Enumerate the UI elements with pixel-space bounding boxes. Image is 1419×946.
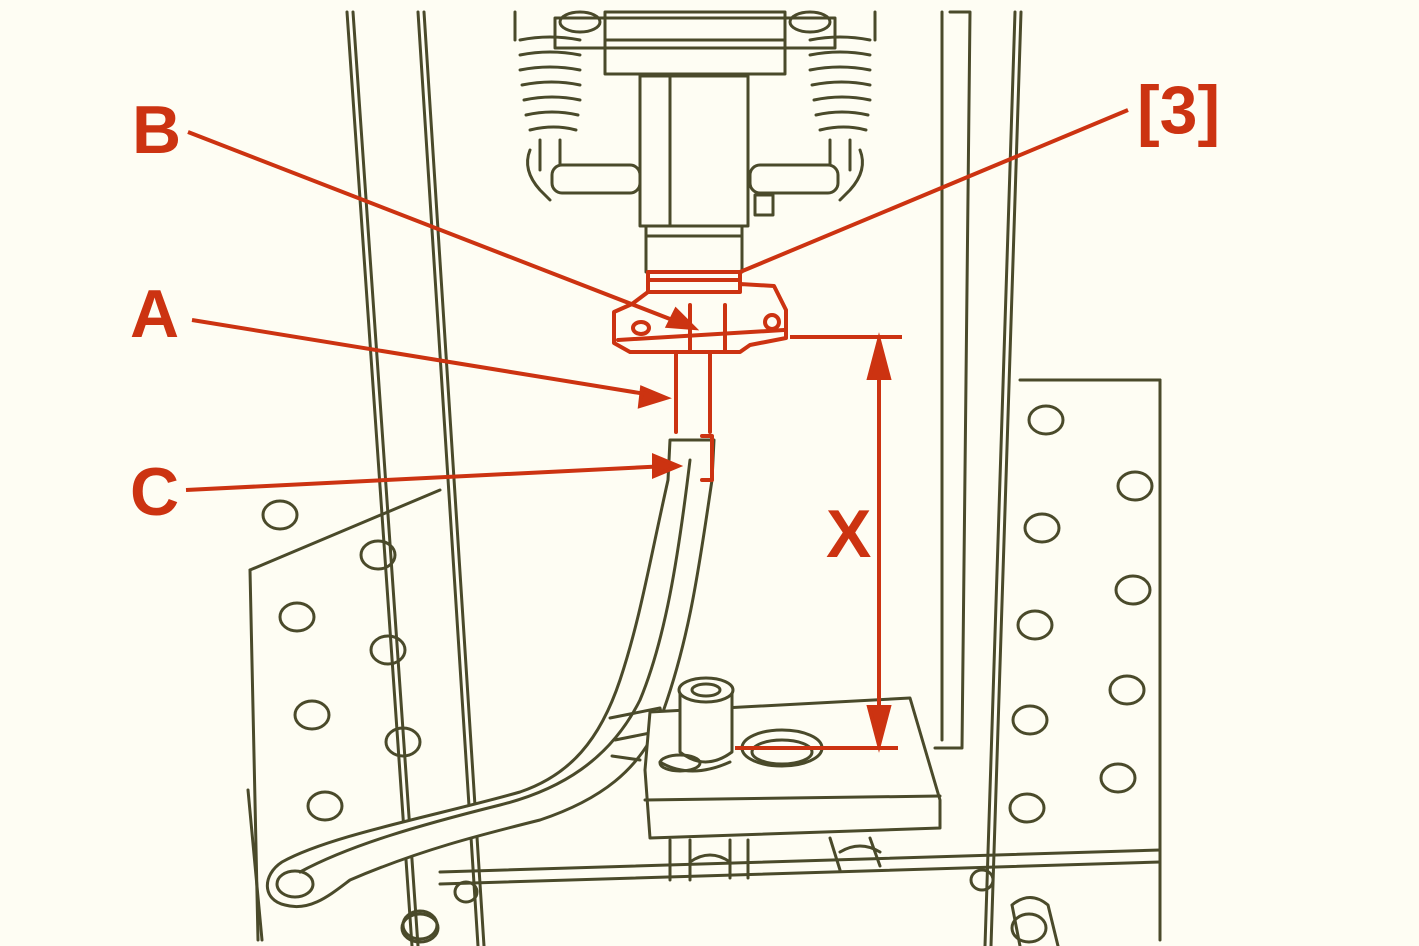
dimension-x xyxy=(735,332,902,753)
label-a: A xyxy=(130,276,179,352)
panel-hole xyxy=(293,699,331,731)
panel-hole xyxy=(278,601,316,633)
leader-a xyxy=(191,318,672,409)
callouts: B [3] A C X xyxy=(130,72,1220,572)
panel-hole xyxy=(1027,404,1065,436)
panel-hole xyxy=(1108,674,1146,706)
right-spring-pin xyxy=(748,163,840,195)
panel-hole xyxy=(1023,512,1061,544)
leader-b xyxy=(187,130,700,331)
leader-3 xyxy=(739,108,1129,274)
frame-bolt xyxy=(453,880,479,904)
left-panel-holes xyxy=(261,499,439,941)
right-side-panel xyxy=(1018,378,1162,942)
panel-hole xyxy=(306,790,344,822)
lower-frame xyxy=(400,836,1162,946)
part-a-rod xyxy=(674,350,712,434)
right-spring-nut xyxy=(788,10,832,34)
lever-pivot-hole xyxy=(275,869,315,899)
left-side-panel xyxy=(246,488,442,942)
panel-hole xyxy=(261,499,299,531)
clamp-screw-left xyxy=(631,320,651,336)
dimension-x-arrow-up xyxy=(866,332,892,380)
panel-hole xyxy=(1099,762,1137,794)
panel-hole xyxy=(1008,792,1046,824)
label-x: X xyxy=(826,496,871,572)
highlighted-parts xyxy=(612,270,788,482)
panel-hole xyxy=(1116,470,1154,502)
panel-hole xyxy=(1011,704,1049,736)
top-block xyxy=(603,10,787,76)
cylinder-collar xyxy=(644,224,744,274)
right-panel-holes xyxy=(1008,404,1154,944)
part-b-clamp xyxy=(612,282,788,354)
clamp-screw-right xyxy=(763,313,781,331)
part-c-slot xyxy=(700,434,714,482)
bushing-top xyxy=(677,676,735,704)
left-spring-nut xyxy=(558,10,602,34)
cylinder-body xyxy=(638,74,750,228)
panel-hole xyxy=(369,634,407,666)
dimension-x-arrow-down xyxy=(866,705,892,753)
base-plate xyxy=(643,676,942,840)
left-spring xyxy=(518,10,642,202)
panel-hole xyxy=(1114,574,1152,606)
panel-hole xyxy=(1010,912,1048,944)
label-3: [3] xyxy=(1137,72,1220,148)
bushing-body xyxy=(678,688,734,764)
frame-bolt xyxy=(969,868,995,892)
leader-c xyxy=(185,453,684,492)
top-cylinder-assembly xyxy=(513,10,877,274)
mounting-plate xyxy=(553,16,837,50)
panel-hole xyxy=(1016,609,1054,641)
right-spring xyxy=(748,10,872,217)
label-b: B xyxy=(132,92,181,168)
left-spring-pin xyxy=(550,163,642,195)
machine-line-art xyxy=(246,10,1162,946)
panel-hole xyxy=(384,726,422,758)
leaders xyxy=(185,108,1129,492)
panel-hole xyxy=(359,539,397,571)
label-c: C xyxy=(130,454,179,530)
